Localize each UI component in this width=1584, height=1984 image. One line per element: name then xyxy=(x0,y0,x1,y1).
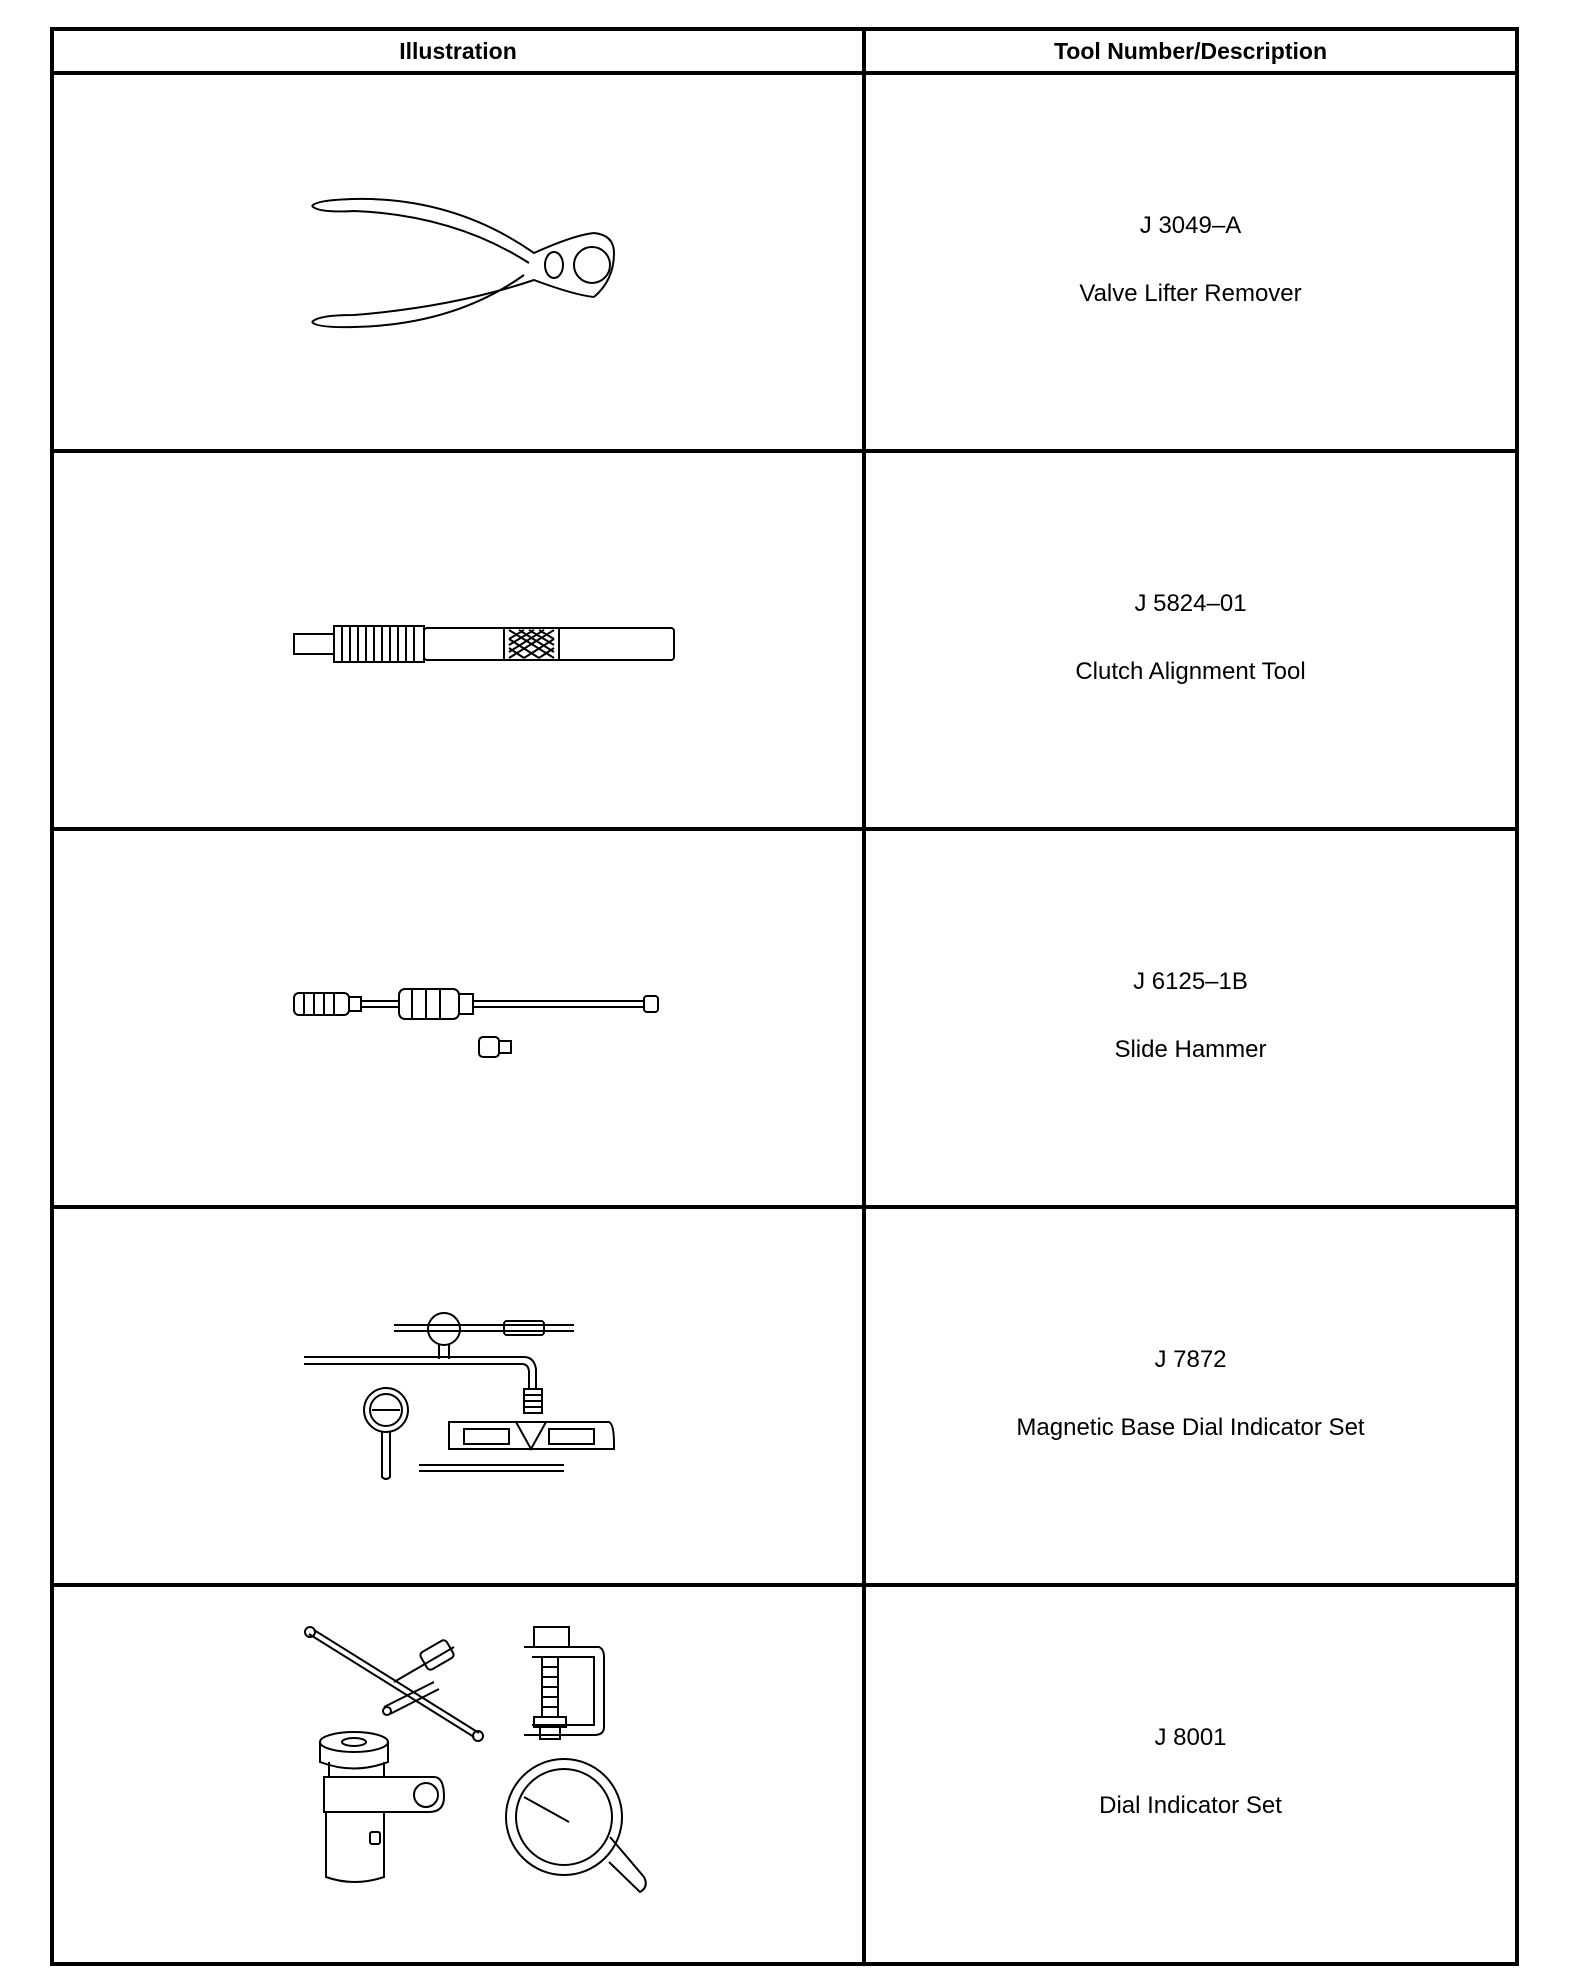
tool-name: Magnetic Base Dial Indicator Set xyxy=(1016,1414,1365,1441)
table-row: J 5824–01 Clutch Alignment Tool xyxy=(54,453,1515,831)
tool-number: J 5824–01 xyxy=(1134,590,1247,617)
header-tool-number: Tool Number/Description xyxy=(1053,38,1328,64)
description-cell: J 7872 Magnetic Base Dial Indicator Set xyxy=(866,1209,1515,1583)
table-row: J 3049–A Valve Lifter Remover xyxy=(54,75,1515,453)
tool-name: Valve Lifter Remover xyxy=(1079,280,1302,307)
header-illustration: Illustration xyxy=(399,38,517,64)
illustration-cell xyxy=(54,1587,862,1961)
magnetic-dial-indicator-icon xyxy=(54,1209,862,1583)
dial-indicator-set-icon xyxy=(54,1587,862,1961)
description-cell: J 8001 Dial Indicator Set xyxy=(866,1587,1515,1961)
tool-number: J 7872 xyxy=(1154,1346,1227,1373)
tool-number: J 6125–1B xyxy=(1133,968,1248,995)
tool-number: J 8001 xyxy=(1154,1724,1227,1751)
tool-name: Slide Hammer xyxy=(1114,1036,1267,1063)
table-header: Illustration Tool Number/Description xyxy=(54,31,1515,75)
illustration-cell xyxy=(54,831,862,1205)
description-cell: J 5824–01 Clutch Alignment Tool xyxy=(866,453,1515,827)
tool-number: J 3049–A xyxy=(1139,212,1242,239)
tool-table: Illustration Tool Number/Description J 3… xyxy=(50,27,1519,1966)
description-cell: J 6125–1B Slide Hammer xyxy=(866,831,1515,1205)
pliers-icon xyxy=(54,75,862,449)
description-cell: J 3049–A Valve Lifter Remover xyxy=(866,75,1515,449)
table-row: J 6125–1B Slide Hammer xyxy=(54,831,1515,1209)
slide-hammer-icon xyxy=(54,831,862,1205)
alignment-tool-icon xyxy=(54,453,862,827)
table-row: J 8001 Dial Indicator Set xyxy=(54,1587,1515,1961)
tool-name: Clutch Alignment Tool xyxy=(1075,658,1306,685)
illustration-cell xyxy=(54,453,862,827)
tool-name: Dial Indicator Set xyxy=(1099,1792,1282,1819)
illustration-cell xyxy=(54,1209,862,1583)
illustration-cell xyxy=(54,75,862,449)
table-row: J 7872 Magnetic Base Dial Indicator Set xyxy=(54,1209,1515,1587)
column-divider xyxy=(862,31,866,1962)
